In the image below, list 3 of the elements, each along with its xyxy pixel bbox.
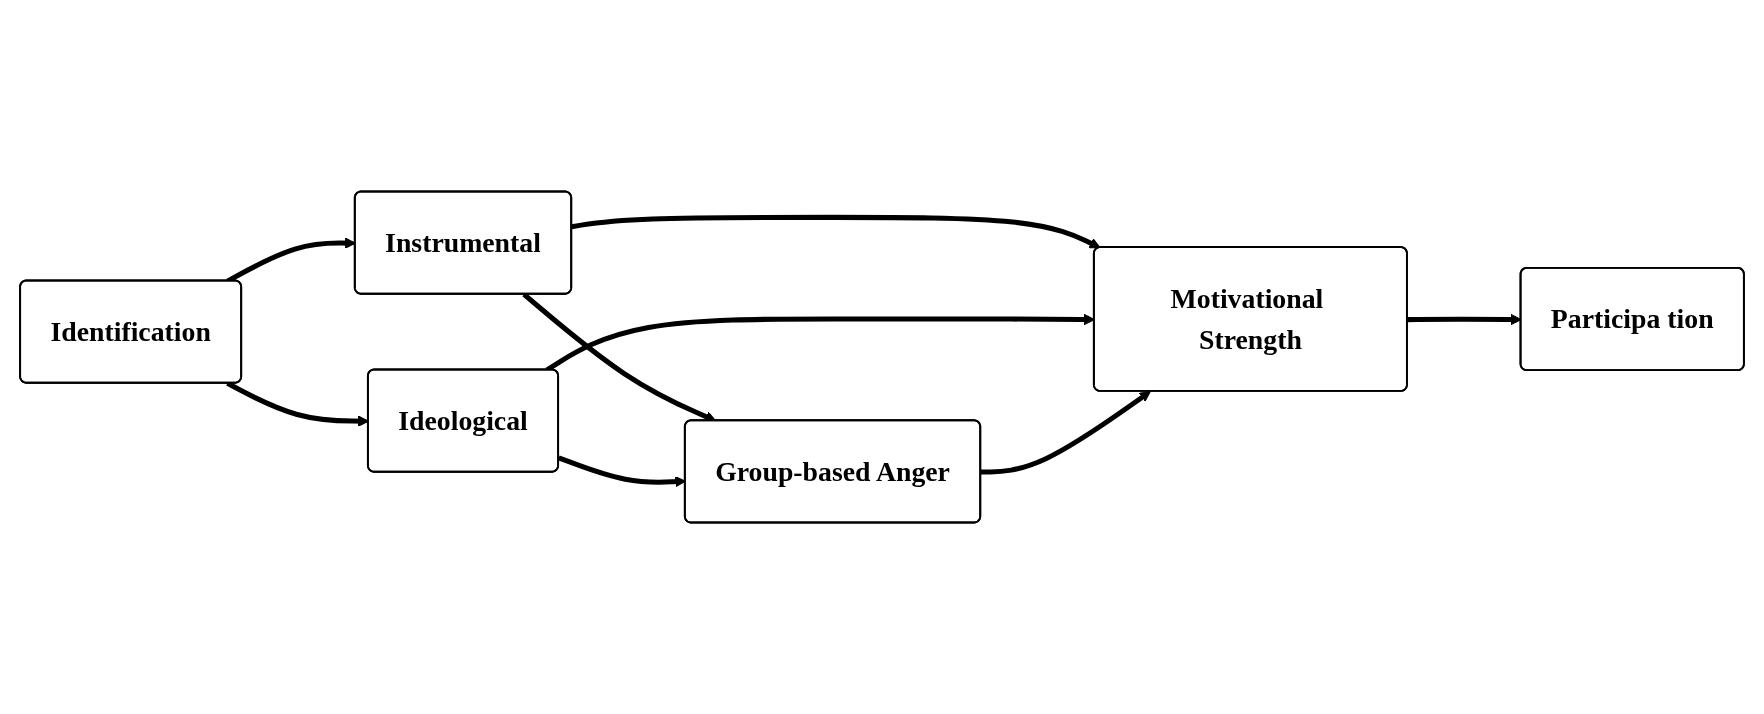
arrow bbox=[980, 391, 1151, 475]
arrow bbox=[522, 292, 717, 422]
arrow bbox=[571, 214, 1101, 249]
